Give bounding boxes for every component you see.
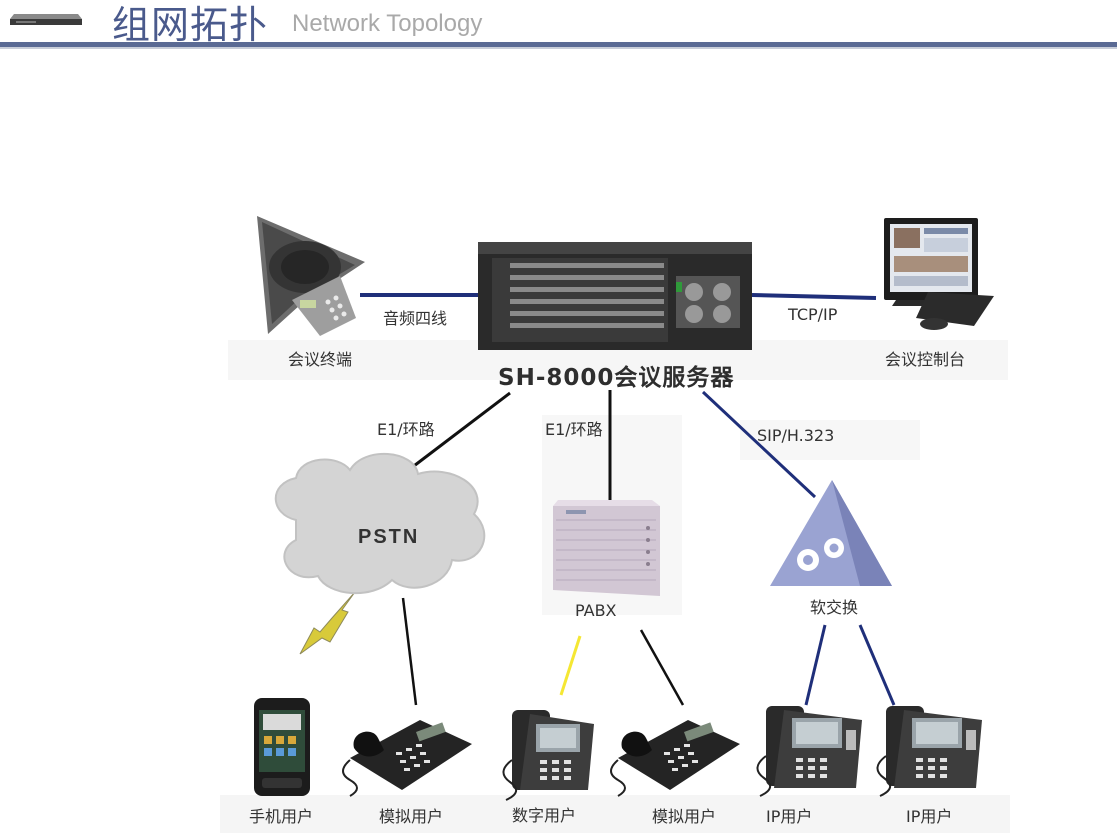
rack-server-icon [478, 242, 752, 350]
ip-phone-icon [756, 706, 862, 797]
link-pabx-analog [639, 629, 685, 706]
link-label-sip-h323: SIP/H.323 [757, 426, 835, 445]
link-label-e1-pstn: E1/环路 [377, 420, 435, 439]
link-soft-ip1 [804, 624, 827, 706]
link-sip-h323 [701, 390, 817, 499]
header-divider-shadow [0, 47, 1117, 49]
analog-phone-icon [342, 720, 472, 797]
link-label-tcp-ip: TCP/IP [788, 305, 838, 324]
page-title: 组网拓扑 [112, 3, 269, 47]
endpoint-label-analog-1: 模拟用户 [379, 807, 444, 826]
page-subtitle: Network Topology [292, 10, 483, 37]
endpoint-label-ip-2: IP用户 [906, 807, 953, 826]
backdrop-panel [220, 795, 1010, 833]
node-label-pabx: PABX [575, 601, 617, 620]
node-label-conference-terminal: 会议终端 [288, 350, 353, 369]
wireless-link-icon [299, 591, 356, 655]
pabx-box-icon [553, 500, 660, 596]
endpoint-label-mobile: 手机用户 [249, 807, 314, 826]
endpoint-label-ip-1: IP用户 [766, 807, 813, 826]
node-label-pstn: PSTN [358, 526, 420, 548]
mobile-phone-icon [254, 698, 310, 796]
link-label-e1-pabx: E1/环路 [545, 420, 603, 439]
analog-phone-icon [610, 720, 740, 797]
link-e1-pstn [401, 391, 511, 477]
ip-phone-icon [502, 710, 594, 801]
softswitch-triangle-icon [770, 480, 892, 586]
node-label-softswitch: 软交换 [810, 598, 859, 617]
link-soft-ip2 [858, 624, 896, 706]
node-label-server: SH-8000会议服务器 [498, 365, 735, 391]
header-divider [0, 42, 1117, 47]
ip-phone-icon [876, 706, 982, 797]
cloud-icon [274, 452, 486, 594]
link-pstn-analog [401, 597, 418, 706]
link-tcp-ip [751, 293, 877, 300]
conference-phone-icon [257, 216, 365, 336]
endpoint-label-analog-2: 模拟用户 [652, 807, 717, 826]
endpoint-label-digital: 数字用户 [512, 806, 577, 825]
node-label-control-console: 会议控制台 [885, 350, 966, 369]
link-pabx-digital [559, 635, 582, 696]
desktop-computer-icon [884, 218, 994, 330]
rack-server-icon [10, 14, 82, 25]
link-label-audio-4wire: 音频四线 [383, 309, 448, 328]
